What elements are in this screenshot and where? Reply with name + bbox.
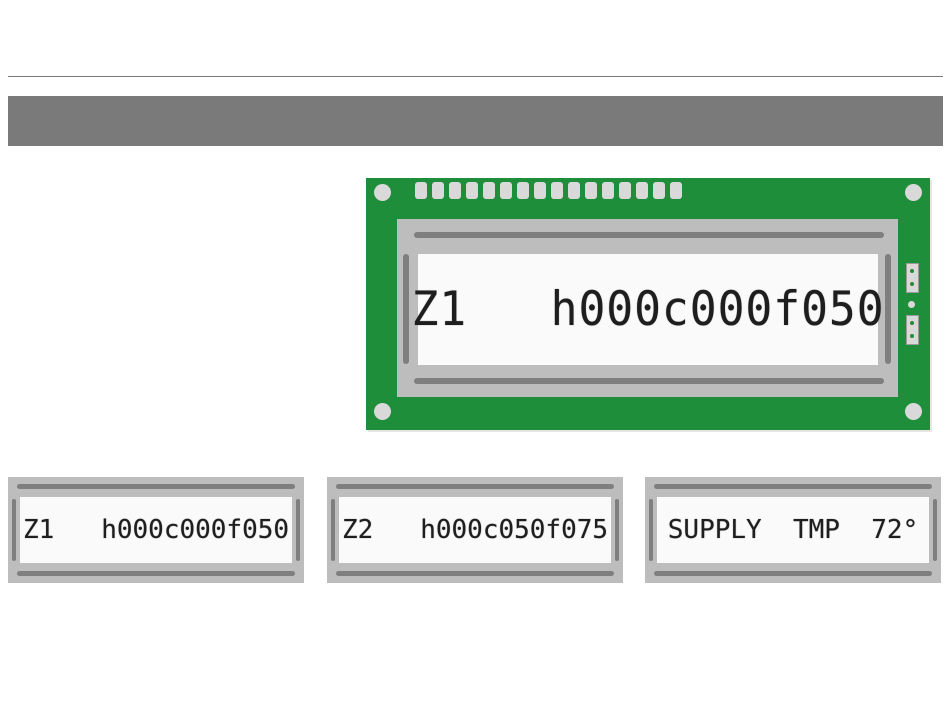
bezel-rail-right (885, 254, 891, 364)
header-pin (483, 182, 495, 199)
bezel-rail-bottom (336, 571, 614, 576)
bezel-rail-left (331, 499, 335, 561)
header-pin (415, 182, 427, 199)
header-pin (551, 182, 563, 199)
lcd-text: Z1 h000c000f050 (23, 515, 289, 545)
header-pin (432, 182, 444, 199)
bezel-rail-bottom (414, 378, 884, 384)
header-pin (636, 182, 648, 199)
bezel-rail-right (933, 499, 937, 561)
bezel-rail-left (649, 499, 653, 561)
header-pin (449, 182, 461, 199)
header-pin (619, 182, 631, 199)
top-divider (8, 76, 943, 77)
header-pin (534, 182, 546, 199)
title-bar (8, 96, 943, 146)
header-pins (415, 182, 682, 199)
header-pin (500, 182, 512, 199)
bezel-rail-top (336, 484, 614, 489)
small-lcd-3: SUPPLY TMP 72° (645, 477, 941, 583)
bezel-rail-left (12, 499, 16, 561)
header-pin (568, 182, 580, 199)
mounting-hole-bottom-right (905, 403, 922, 420)
header-pin (585, 182, 597, 199)
lcd-screen: Z2 h000c050f075 (339, 497, 611, 563)
lcd-text: SUPPLY TMP 72° (668, 515, 918, 545)
small-lcd-1: Z1 h000c000f050 (8, 477, 304, 583)
bezel-rail-bottom (654, 571, 932, 576)
header-pin (466, 182, 478, 199)
backlight-connector-top (906, 263, 919, 293)
header-pin (670, 182, 682, 199)
backlight-via (908, 301, 915, 308)
mounting-hole-top-right (905, 184, 922, 201)
bezel-rail-right (296, 499, 300, 561)
lcd-text: Z2 h000c050f075 (342, 515, 608, 545)
lcd-screen: SUPPLY TMP 72° (657, 497, 929, 563)
lcd-screen: Z1 h000c000f050 (20, 497, 292, 563)
backlight-connector-bottom (906, 315, 919, 345)
bezel-rail-bottom (17, 571, 295, 576)
header-pin (517, 182, 529, 199)
small-lcd-2: Z2 h000c050f075 (327, 477, 623, 583)
header-pin (602, 182, 614, 199)
bezel-rail-top (654, 484, 932, 489)
header-pin (653, 182, 665, 199)
bezel-rail-left (403, 254, 409, 364)
bezel-rail-top (414, 232, 884, 238)
mounting-hole-bottom-left (374, 403, 391, 420)
lcd-main-text: Z1 h000c000f050 (411, 282, 884, 337)
lcd-screen: Z1 h000c000f050 (418, 254, 878, 365)
bezel-rail-right (615, 499, 619, 561)
mounting-hole-top-left (374, 184, 391, 201)
bezel-rail-top (17, 484, 295, 489)
